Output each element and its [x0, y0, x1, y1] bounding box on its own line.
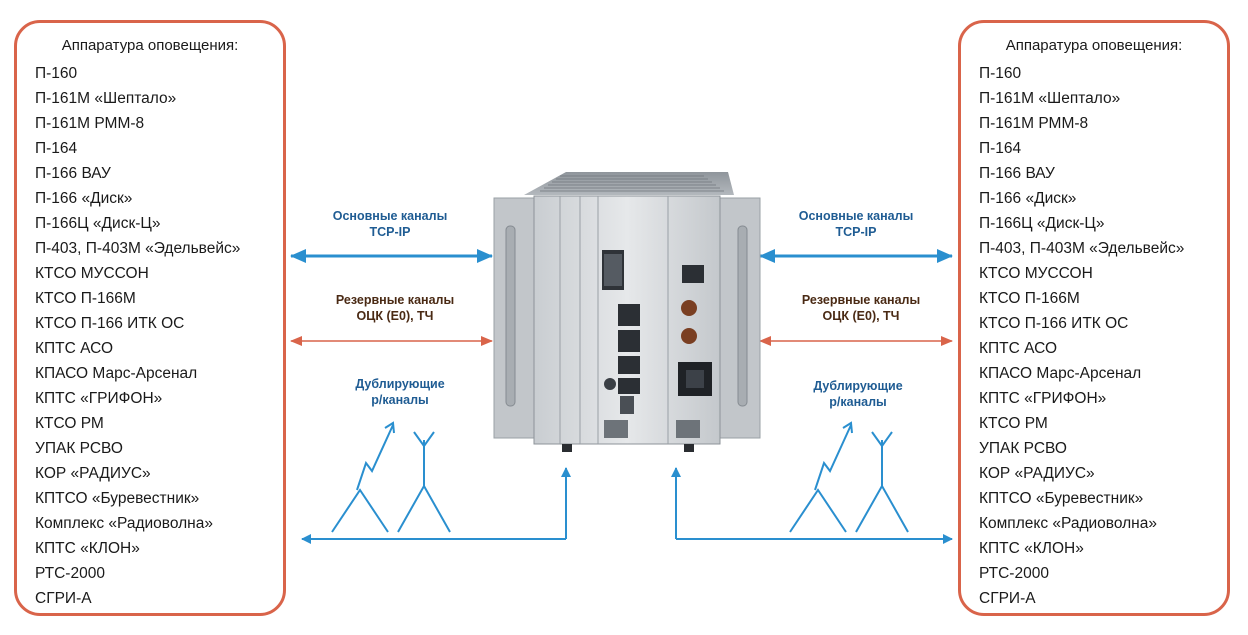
list-item: КТСО РМ — [35, 415, 104, 432]
list-item: КТСО П-166М — [35, 290, 136, 307]
list-item: П-161М «Шептало» — [35, 90, 177, 107]
list-item: КПТСО «Буревестник» — [35, 490, 200, 507]
list-item: П-166 «Диск» — [35, 190, 133, 207]
list-item: КПАСО Марс-Арсенал — [35, 365, 198, 382]
reserve-channels-line1: Резервные каналы — [801, 293, 921, 307]
reserve-channels-line2: ОЦК (Е0), ТЧ — [822, 309, 900, 323]
duplicate-channel-connector-right — [671, 467, 953, 544]
right-equipment-panel: Аппаратура оповещения: П-160 П-161М «Шеп… — [958, 20, 1230, 616]
list-item: КПТС «КЛОН» — [35, 540, 140, 557]
main-channels-line2: TCP-IP — [369, 225, 411, 239]
list-item: КПАСО Марс-Арсенал — [979, 365, 1142, 382]
list-item: П-164 — [979, 140, 1022, 157]
reserve-channels-line2: ОЦК (Е0), ТЧ — [356, 309, 434, 323]
duplicate-channels-line1: Дублирующие — [813, 379, 903, 393]
main-channels-label-right: Основные каналы TCP-IP — [766, 208, 946, 240]
list-item: П-166 «Диск» — [979, 190, 1077, 207]
antenna-lightning-icon-right — [789, 421, 853, 533]
list-item: КТСО П-166М — [979, 290, 1080, 307]
rack-device-image — [493, 172, 761, 452]
list-item: Комплекс «Радиоволна» — [979, 515, 1157, 532]
antenna-icon-right — [855, 431, 909, 533]
list-item: КПТСО «Буревестник» — [979, 490, 1144, 507]
list-item: П-160 — [35, 65, 78, 82]
main-channels-label-left: Основные каналы TCP-IP — [300, 208, 480, 240]
antenna-icon-left — [397, 431, 451, 533]
list-item: П-403, П-403М «Эдельвейс» — [979, 240, 1185, 257]
duplicate-channels-line1: Дублирующие — [355, 377, 445, 391]
list-item: П-161М РММ-8 — [979, 115, 1089, 132]
list-item: П-160 — [979, 65, 1022, 82]
list-item: П-164 — [35, 140, 78, 157]
list-item: П-166Ц «Диск-Ц» — [979, 215, 1105, 232]
list-item: РТС-2000 — [35, 565, 105, 582]
list-item: П-166 ВАУ — [979, 165, 1055, 182]
list-item: УПАК РСВО — [35, 440, 123, 457]
list-item: СГРИ-А — [979, 590, 1036, 607]
main-channels-line1: Основные каналы — [332, 209, 448, 223]
reserve-channels-line1: Резервные каналы — [335, 293, 455, 307]
list-item: СГРИ-А — [35, 590, 92, 607]
left-panel-title: Аппаратура оповещения: — [61, 37, 239, 54]
list-item: П-161М РММ-8 — [35, 115, 145, 132]
list-item: КОР «РАДИУС» — [979, 465, 1095, 482]
list-item: КТСО РМ — [979, 415, 1048, 432]
reserve-channels-label-right: Резервные каналы ОЦК (Е0), ТЧ — [766, 292, 956, 324]
list-item: КПТС «ГРИФОН» — [979, 390, 1107, 407]
list-item: П-166Ц «Диск-Ц» — [35, 215, 161, 232]
duplicate-channels-label-left: Дублирующие р/каналы — [330, 376, 470, 408]
left-equipment-panel: Аппаратура оповещения: П-160 П-161М «Шеп… — [14, 20, 286, 616]
duplicate-channel-connector-left — [301, 467, 571, 544]
list-item: КТСО МУССОН — [979, 265, 1093, 282]
right-panel-title: Аппаратура оповещения: — [1005, 37, 1183, 54]
duplicate-channels-line2: р/каналы — [829, 395, 887, 409]
left-equipment-list: П-160 П-161М «Шептало» П-161М РММ-8 П-16… — [35, 61, 240, 611]
list-item: Комплекс «Радиоволна» — [35, 515, 213, 532]
list-item: КПТС «КЛОН» — [979, 540, 1084, 557]
list-item: РТС-2000 — [979, 565, 1049, 582]
list-item: КПТС «ГРИФОН» — [35, 390, 163, 407]
reserve-channels-label-left: Резервные каналы ОЦК (Е0), ТЧ — [300, 292, 490, 324]
right-equipment-list: П-160 П-161М «Шептало» П-161М РММ-8 П-16… — [979, 61, 1184, 611]
antenna-lightning-icon-left — [331, 421, 395, 533]
main-channels-line1: Основные каналы — [798, 209, 914, 223]
list-item: КПТС АСО — [35, 340, 114, 357]
list-item: КТСО МУССОН — [35, 265, 149, 282]
main-channels-line2: TCP-IP — [835, 225, 877, 239]
duplicate-channels-label-right: Дублирующие р/каналы — [788, 378, 928, 410]
duplicate-channels-line2: р/каналы — [371, 393, 429, 407]
list-item: П-403, П-403М «Эдельвейс» — [35, 240, 241, 257]
list-item: КОР «РАДИУС» — [35, 465, 151, 482]
list-item: КТСО П-166 ИТК ОС — [35, 315, 185, 332]
list-item: УПАК РСВО — [979, 440, 1067, 457]
list-item: КПТС АСО — [979, 340, 1058, 357]
list-item: П-161М «Шептало» — [979, 90, 1121, 107]
list-item: П-166 ВАУ — [35, 165, 111, 182]
list-item: КТСО П-166 ИТК ОС — [979, 315, 1129, 332]
